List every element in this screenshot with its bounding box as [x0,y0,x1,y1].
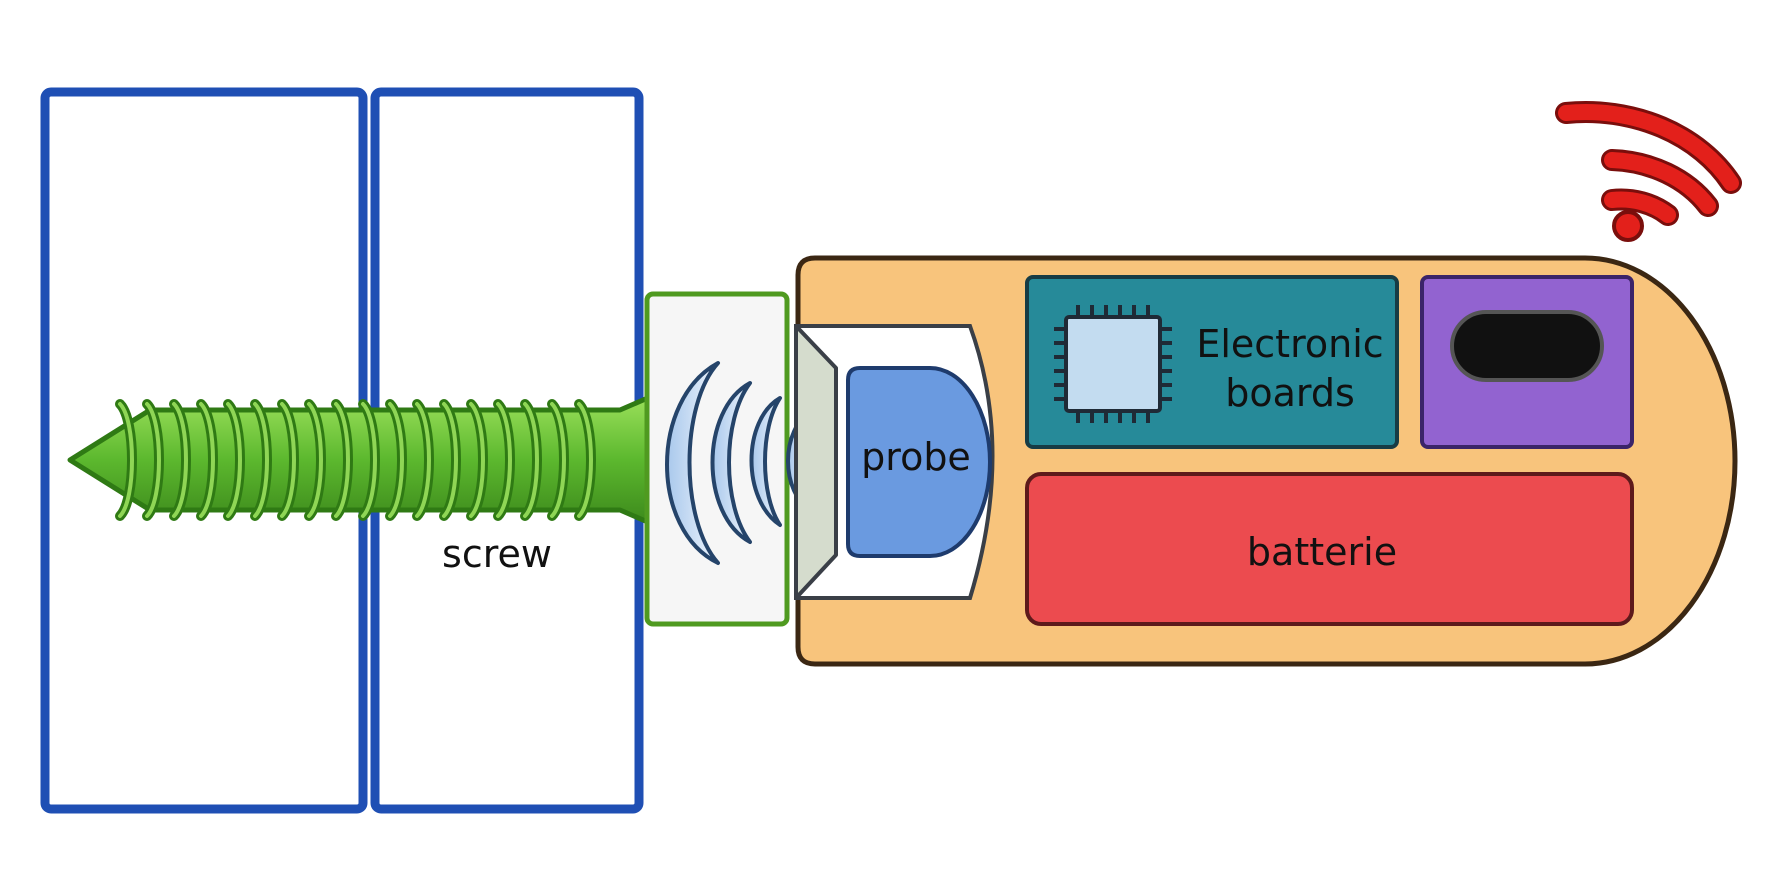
screw-thread-highlight [280,402,296,518]
screw-thread-highlight [172,402,188,518]
screw-thread-highlight [442,402,458,518]
wifi-signal-icon [1555,101,1742,242]
probe [846,366,992,558]
electronic-boards-label-line1: Electronic [1196,322,1383,366]
screw-thread-highlight [361,402,377,518]
screw-thread-highlight [577,402,593,518]
screw-threads [115,399,596,521]
screw-thread-highlight [523,402,539,518]
battery [1025,472,1634,626]
probe-wedge [794,324,838,600]
sensor-window [1450,310,1604,382]
screw-thread-highlight [334,402,350,518]
battery-label: batterie [1247,530,1397,574]
screw-thread-highlight [388,402,404,518]
microchip-icon [1054,305,1172,423]
screw-thread-highlight [307,402,323,518]
screw-thread-highlight [226,402,242,518]
screw-thread-highlight [145,402,161,518]
screw-thread-highlight [253,402,269,518]
screw-thread-highlight [415,402,431,518]
screw-thread-highlight [469,402,485,518]
screw-thread-highlight [199,402,215,518]
electronic-boards-label-line2: boards [1225,371,1355,415]
screw [67,394,653,526]
screw-thread-highlight [550,402,566,518]
screw-label: screw [442,532,552,576]
probe-label: probe [861,435,971,479]
screw-thread-highlight [118,402,134,518]
screw-thread-highlight [496,402,512,518]
